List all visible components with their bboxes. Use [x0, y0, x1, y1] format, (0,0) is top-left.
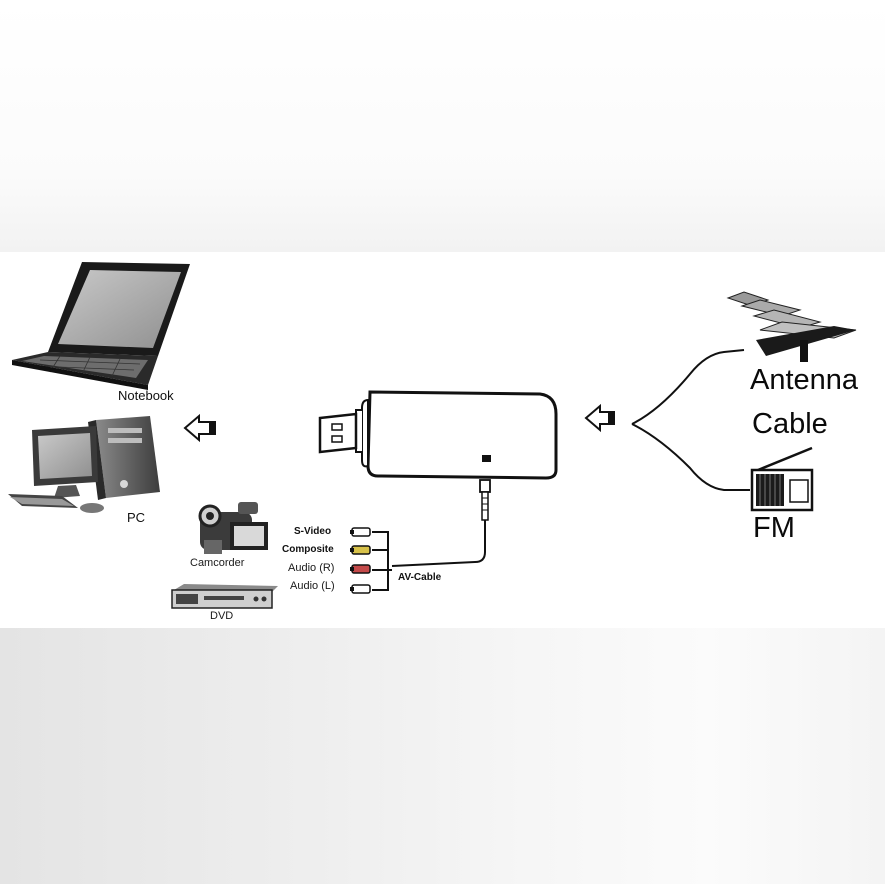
label-av-cable: AV-Cable — [398, 572, 442, 583]
label-audio-l: Audio (L) — [290, 580, 335, 592]
label-cable: Cable — [752, 408, 828, 440]
label-audio-r: Audio (R) — [288, 562, 335, 574]
top-background — [0, 0, 885, 252]
fm-radio-icon — [750, 446, 814, 512]
label-composite: Composite — [282, 544, 334, 555]
rca-plugs — [350, 527, 371, 594]
label-antenna: Antenna — [750, 364, 859, 396]
camcorder-icon — [198, 502, 268, 554]
usb-tv-stick-icon — [318, 390, 558, 521]
label-notebook: Notebook — [118, 388, 174, 403]
antenna-icon — [726, 291, 857, 362]
label-pc: PC — [127, 510, 146, 525]
desktop-pc-icon — [8, 416, 160, 513]
arrow-left-icon — [183, 413, 216, 443]
label-camcorder: Camcorder — [190, 557, 245, 569]
arrow-left-icon — [584, 403, 615, 433]
signal-cable — [631, 349, 750, 491]
av-cable — [372, 520, 486, 591]
bottom-background — [0, 628, 885, 884]
label-fm: FM — [753, 512, 795, 544]
label-s-video: S-Video — [294, 526, 332, 537]
laptop-icon — [12, 262, 190, 390]
dvd-player-icon — [171, 584, 278, 609]
label-dvd: DVD — [210, 610, 234, 622]
